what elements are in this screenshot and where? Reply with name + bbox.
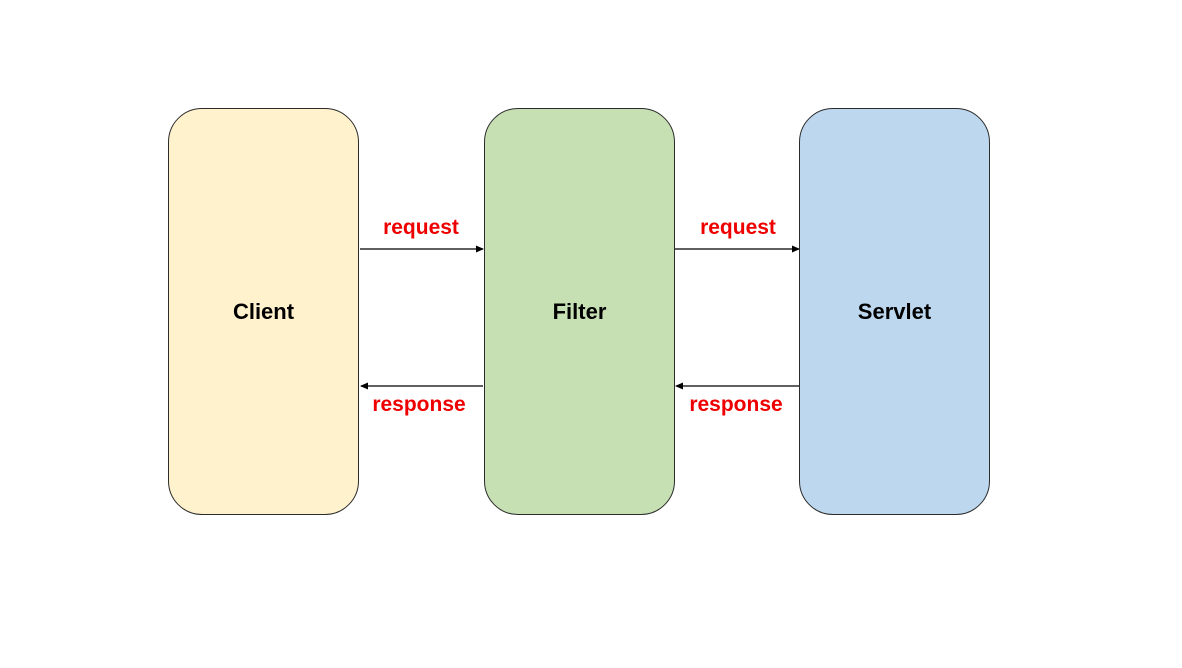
response-label-servlet-filter: response (689, 393, 783, 416)
servlet-node: Servlet (799, 108, 990, 515)
client-label: Client (232, 298, 295, 324)
request-label-client-filter: request (383, 216, 459, 239)
response-label-filter-client: response (372, 393, 466, 416)
request-label-filter-servlet: request (700, 216, 776, 239)
filter-label: Filter (552, 298, 607, 324)
client-node: Client (168, 108, 359, 515)
servlet-label: Servlet (857, 298, 932, 324)
filter-node: Filter (484, 108, 675, 515)
